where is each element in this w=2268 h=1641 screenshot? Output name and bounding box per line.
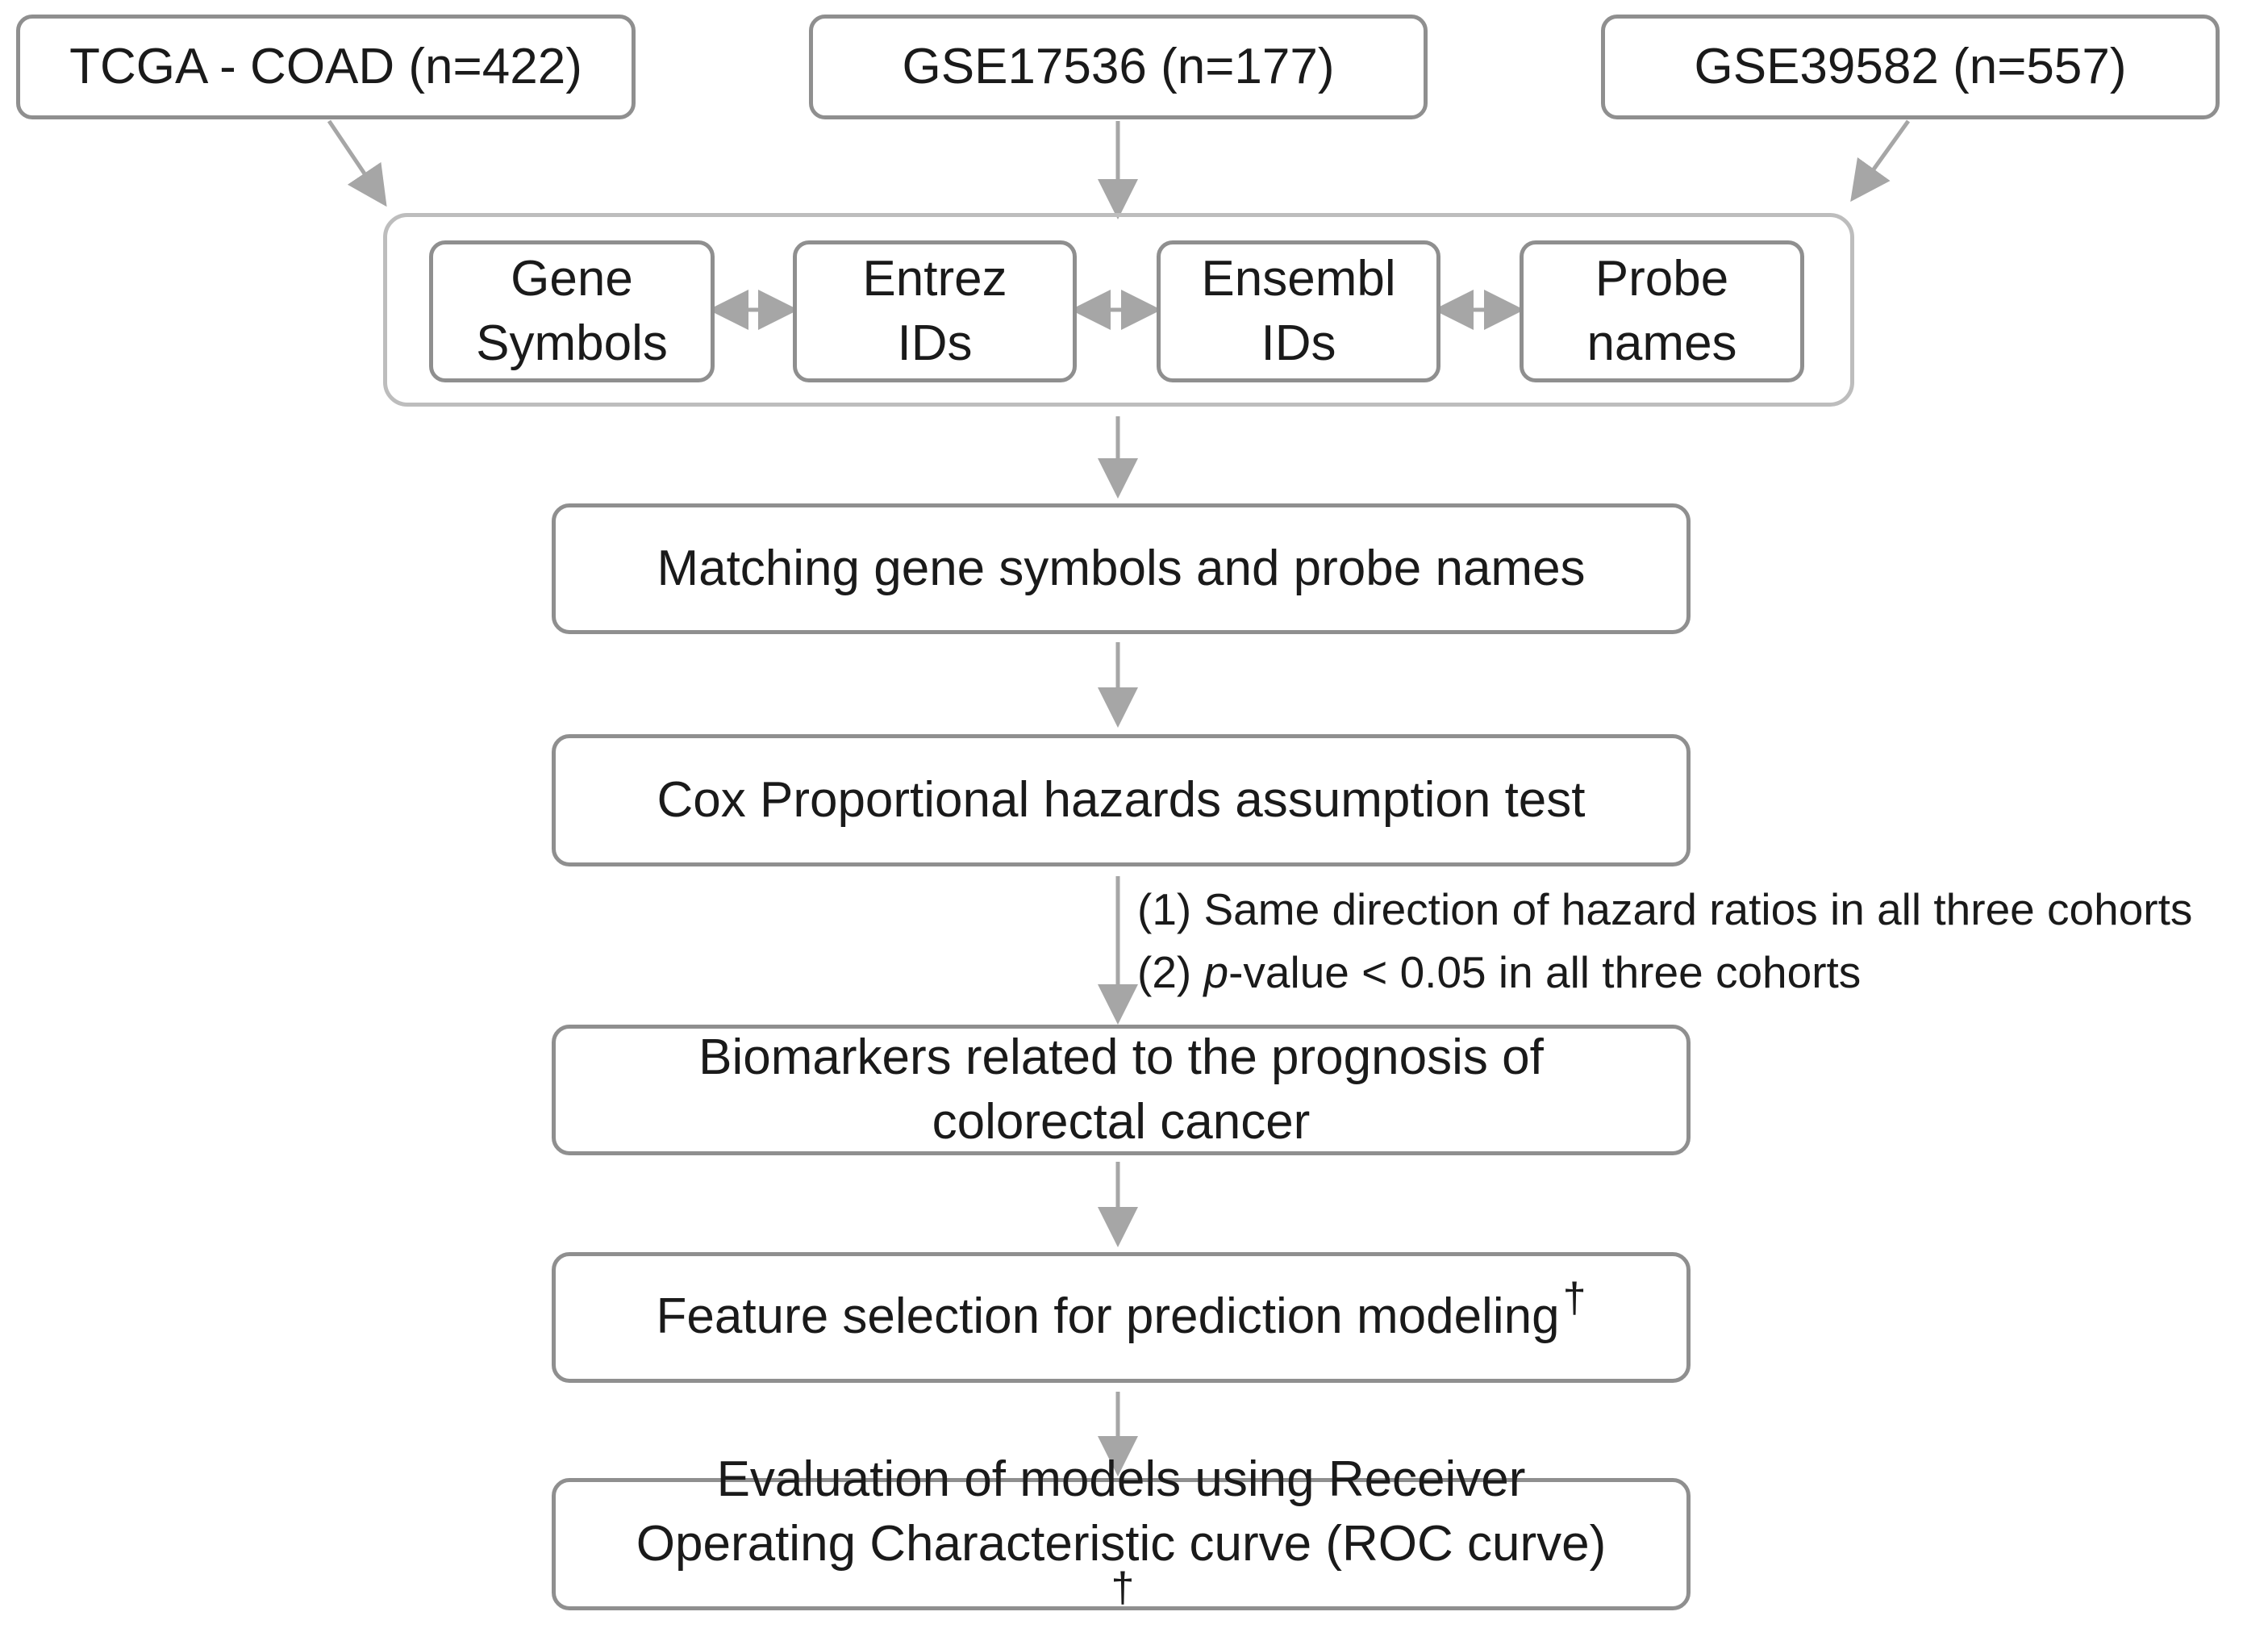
step-matching-label: Matching gene symbols and probe names [657, 541, 1586, 596]
step-evaluation: Evaluation of models using Receiver Oper… [552, 1451, 1691, 1611]
source-tcga-coad-label: TCGA - COAD (n=422) [69, 39, 582, 94]
source-gse39582-label: GSE39582 (n=557) [1694, 39, 2127, 94]
id-entrez-ids-line1: Entrez [862, 251, 1007, 307]
id-gene-symbols-line2: Symbols [476, 315, 668, 371]
step-evaluation-line2: Operating Characteristic curve (ROC curv… [636, 1512, 1606, 1641]
id-ensembl-ids: Ensembl IDs [1157, 240, 1440, 382]
step-feature-selection: Feature selection for prediction modelin… [552, 1252, 1691, 1383]
id-gene-symbols: Gene Symbols [429, 240, 715, 382]
step-feature-selection-label: Feature selection for prediction modelin… [656, 1288, 1560, 1344]
criteria-item-2: (2) p-value < 0.05 in all three cohorts [1137, 941, 1861, 1004]
source-tcga-coad: TCGA - COAD (n=422) [16, 15, 636, 119]
id-gene-symbols-line1: Gene [511, 251, 633, 307]
id-ensembl-ids-line1: Ensembl [1201, 251, 1396, 307]
step-matching: Matching gene symbols and probe names [552, 503, 1691, 634]
step-cox-test-label: Cox Proportional hazards assumption test [657, 772, 1586, 828]
step-biomarkers-line2: colorectal cancer [932, 1094, 1311, 1150]
criteria-item-2-rest: -value < 0.05 in all three cohorts [1228, 947, 1862, 997]
source-gse17536: GSE17536 (n=177) [809, 15, 1428, 119]
footnote-dagger-feature: † [1562, 1274, 1586, 1322]
step-evaluation-line1: Evaluation of models using Receiver [716, 1451, 1526, 1507]
step-biomarkers-line1: Biomarkers related to the prognosis of [698, 1029, 1544, 1085]
source-gse39582: GSE39582 (n=557) [1601, 15, 2220, 119]
criteria-item-1-text: (1) Same direction of hazard ratios in a… [1137, 884, 2193, 934]
identifier-group [383, 213, 1854, 407]
id-entrez-ids: Entrez IDs [793, 240, 1077, 382]
id-probe-names-line1: Probe [1595, 251, 1729, 307]
step-evaluation-line2-text: Operating Characteristic curve (ROC curv… [636, 1516, 1607, 1572]
source-gse17536-label: GSE17536 (n=177) [902, 39, 1335, 94]
id-probe-names-line2: names [1586, 315, 1737, 371]
criteria-item-2-prefix: (2) [1137, 947, 1204, 997]
footnote-dagger-evaluation: † [1111, 1564, 1135, 1611]
step-cox-test: Cox Proportional hazards assumption test [552, 734, 1691, 866]
arrow-gse39582-to-ids [1850, 119, 1911, 203]
id-ensembl-ids-line2: IDs [1261, 315, 1336, 371]
criteria-item-1: (1) Same direction of hazard ratios in a… [1137, 878, 2192, 941]
criteria-item-2-italic: p [1203, 947, 1229, 997]
id-probe-names: Probe names [1520, 240, 1804, 382]
step-biomarkers: Biomarkers related to the prognosis of c… [552, 1025, 1691, 1155]
arrow-tcga-to-ids [327, 119, 387, 207]
id-entrez-ids-line2: IDs [897, 315, 973, 371]
